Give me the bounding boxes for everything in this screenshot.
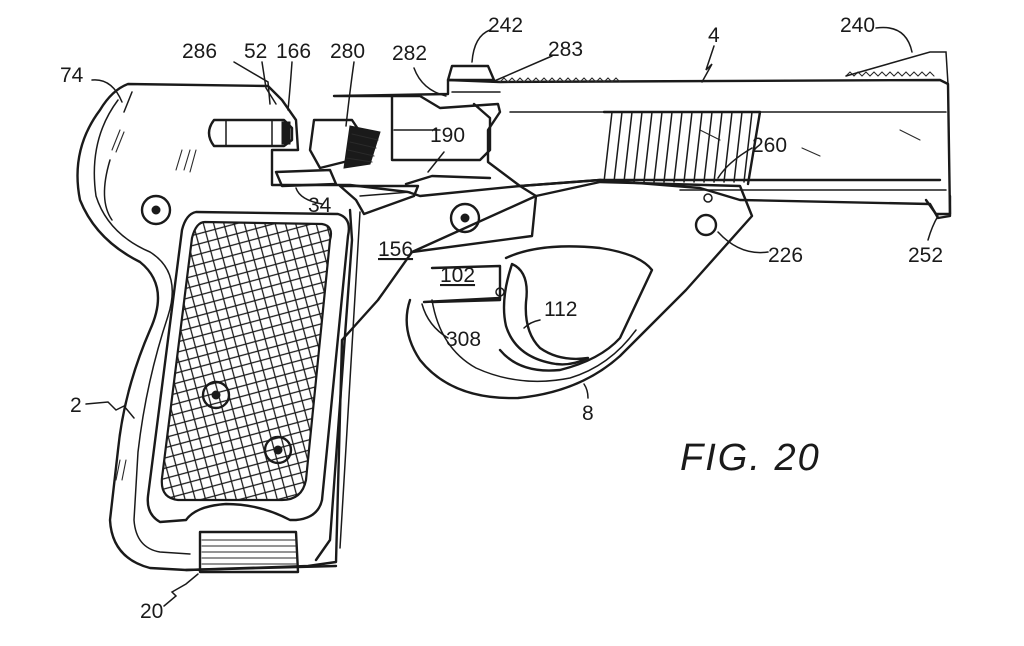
label-242: 242 xyxy=(488,14,523,37)
slide xyxy=(332,51,952,220)
label-283: 283 xyxy=(548,38,583,61)
label-112: 112 xyxy=(544,298,577,321)
trigger xyxy=(422,262,590,366)
label-226: 226 xyxy=(768,244,803,267)
label-252: 252 xyxy=(908,244,943,267)
label-52: 52 xyxy=(244,40,267,63)
label-308: 308 xyxy=(446,328,481,351)
label-240: 240 xyxy=(840,14,875,37)
figure-caption: FIG. 20 xyxy=(680,437,821,479)
leader-lines xyxy=(85,26,939,607)
label-74: 74 xyxy=(60,64,84,87)
label-20: 20 xyxy=(140,600,163,623)
hammer-assembly xyxy=(207,118,294,148)
label-280: 280 xyxy=(330,40,365,63)
label-166: 166 xyxy=(276,40,311,63)
label-282: 282 xyxy=(392,42,427,65)
label-34: 34 xyxy=(308,194,332,217)
label-260: 260 xyxy=(752,134,787,157)
label-8: 8 xyxy=(582,402,594,425)
label-2: 2 xyxy=(70,394,82,417)
label-102: 102 xyxy=(440,264,475,287)
frame-grip xyxy=(76,82,538,572)
label-286: 286 xyxy=(182,40,217,63)
label-156: 156 xyxy=(378,238,413,261)
label-190: 190 xyxy=(430,124,465,147)
label-4: 4 xyxy=(708,24,720,47)
magazine-base xyxy=(184,530,338,574)
trigger-guard xyxy=(405,180,754,400)
reference-numerals: 74 286 52 166 280 282 242 283 4 240 190 … xyxy=(60,14,943,623)
internal-parts xyxy=(274,118,492,216)
